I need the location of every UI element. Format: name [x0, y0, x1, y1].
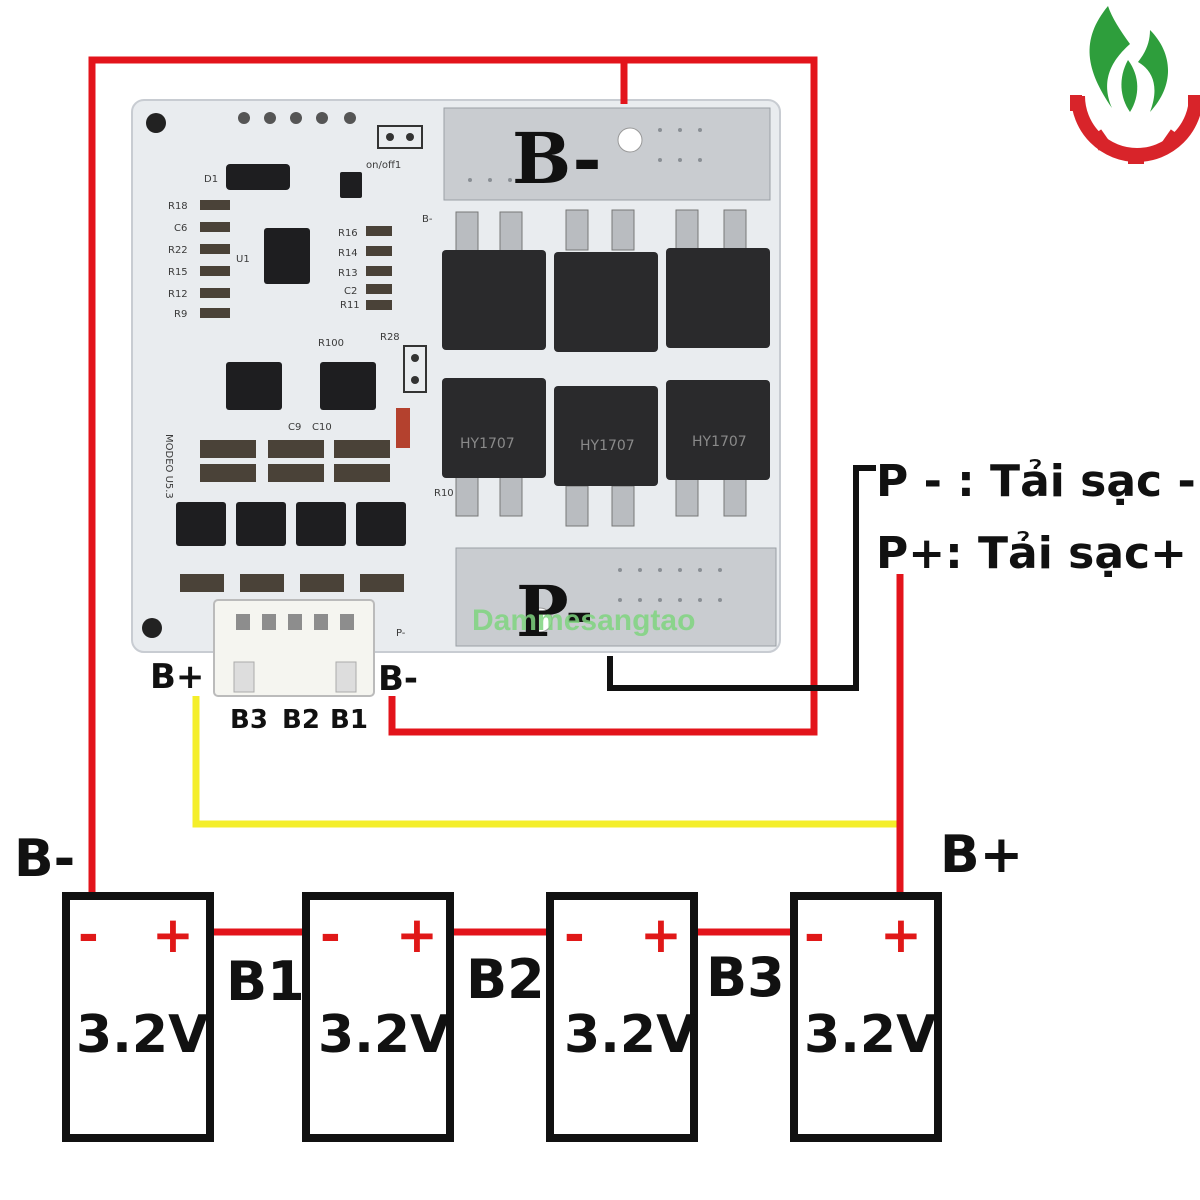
mosfet-label-3: HY1707 — [692, 434, 747, 450]
wires — [88, 56, 904, 936]
silk-c6: C6 — [174, 223, 187, 234]
p-minus-legend: P - : Tải sạc - — [876, 456, 1196, 507]
board-bminus-label: B- — [512, 117, 602, 200]
bminus-copper-bar — [443, 107, 771, 201]
silk-r10: R10 — [434, 488, 454, 499]
cell-1-pos: + — [152, 906, 194, 964]
silk-pminus: P- — [396, 628, 406, 639]
silk-r18: R18 — [168, 201, 188, 212]
silk-onoff: on/off1 — [366, 160, 401, 171]
link-b2-label: B2 — [466, 948, 545, 1011]
silk-r22: R22 — [168, 245, 188, 256]
wire-black-pminus — [607, 465, 876, 691]
cell-3-voltage: 3.2V — [564, 1005, 696, 1065]
silk-r9: R9 — [174, 309, 187, 320]
silk-r16: R16 — [338, 228, 358, 239]
battery-cell-4: - + 3.2V — [790, 892, 942, 1142]
p-plus-legend: P+: Tải sạc+ — [876, 528, 1187, 579]
right-bplus-label: B+ — [940, 825, 1023, 885]
bms-board: HY1707 HY1707 HY1707 — [131, 99, 781, 697]
cell-2-pos: + — [396, 906, 438, 964]
connector-b1-label: B1 — [330, 705, 368, 735]
connector-bplus-label: B+ — [150, 657, 204, 697]
silk-u1: U1 — [236, 254, 250, 265]
wire-red-bminus-frame — [88, 56, 818, 896]
board-pminus-label: P- — [516, 570, 594, 653]
silk-r15: R15 — [168, 267, 188, 278]
connector-bminus-label: B- — [378, 659, 418, 699]
cell-2-voltage: 3.2V — [318, 1005, 450, 1065]
link-b1-label: B1 — [226, 950, 305, 1013]
cell-3-neg: - — [564, 906, 585, 964]
ic-u1 — [264, 228, 310, 284]
silk-r13: R13 — [338, 268, 358, 279]
battery-cell-3: - + 3.2V — [546, 892, 698, 1142]
connector-b3-label: B3 — [230, 705, 268, 735]
cell-4-pos: + — [880, 906, 922, 964]
cell-1-neg: - — [78, 906, 99, 964]
cell-2-neg: - — [320, 906, 341, 964]
silk-model: MODEO U5.3 — [163, 434, 174, 499]
silk-c2: C2 — [344, 286, 357, 297]
silk-r14: R14 — [338, 248, 358, 259]
left-bminus-label: B- — [14, 829, 75, 889]
battery-cell-2: - + 3.2V — [302, 892, 454, 1142]
mosfet-label-1: HY1707 — [460, 436, 515, 452]
silk-bminus: B- — [422, 214, 433, 225]
flame-gear-logo-icon — [1070, 6, 1200, 164]
silk-r100: R100 — [318, 338, 344, 349]
watermark: Dammesangtao — [472, 604, 695, 637]
connector-b2-label: B2 — [282, 705, 320, 735]
cell-3-pos: + — [640, 906, 682, 964]
balance-connector — [213, 599, 375, 697]
silk-c10: C10 — [312, 422, 332, 433]
silk-d1: D1 — [204, 174, 218, 185]
pminus-copper-bar — [455, 547, 777, 647]
cell-4-voltage: 3.2V — [804, 1005, 936, 1065]
mosfet-label-2: HY1707 — [580, 438, 635, 454]
cell-4-neg: - — [804, 906, 825, 964]
silk-r11: R11 — [340, 300, 360, 311]
silk-r12: R12 — [168, 289, 188, 300]
battery-cell-1: - + 3.2V — [62, 892, 214, 1142]
cell-1-voltage: 3.2V — [76, 1005, 208, 1065]
silk-c9: C9 — [288, 422, 301, 433]
wire-yellow-bplus — [192, 696, 900, 828]
silk-r28: R28 — [380, 332, 400, 343]
mosfet-array: HY1707 HY1707 HY1707 — [442, 248, 770, 486]
link-b3-label: B3 — [706, 946, 785, 1009]
